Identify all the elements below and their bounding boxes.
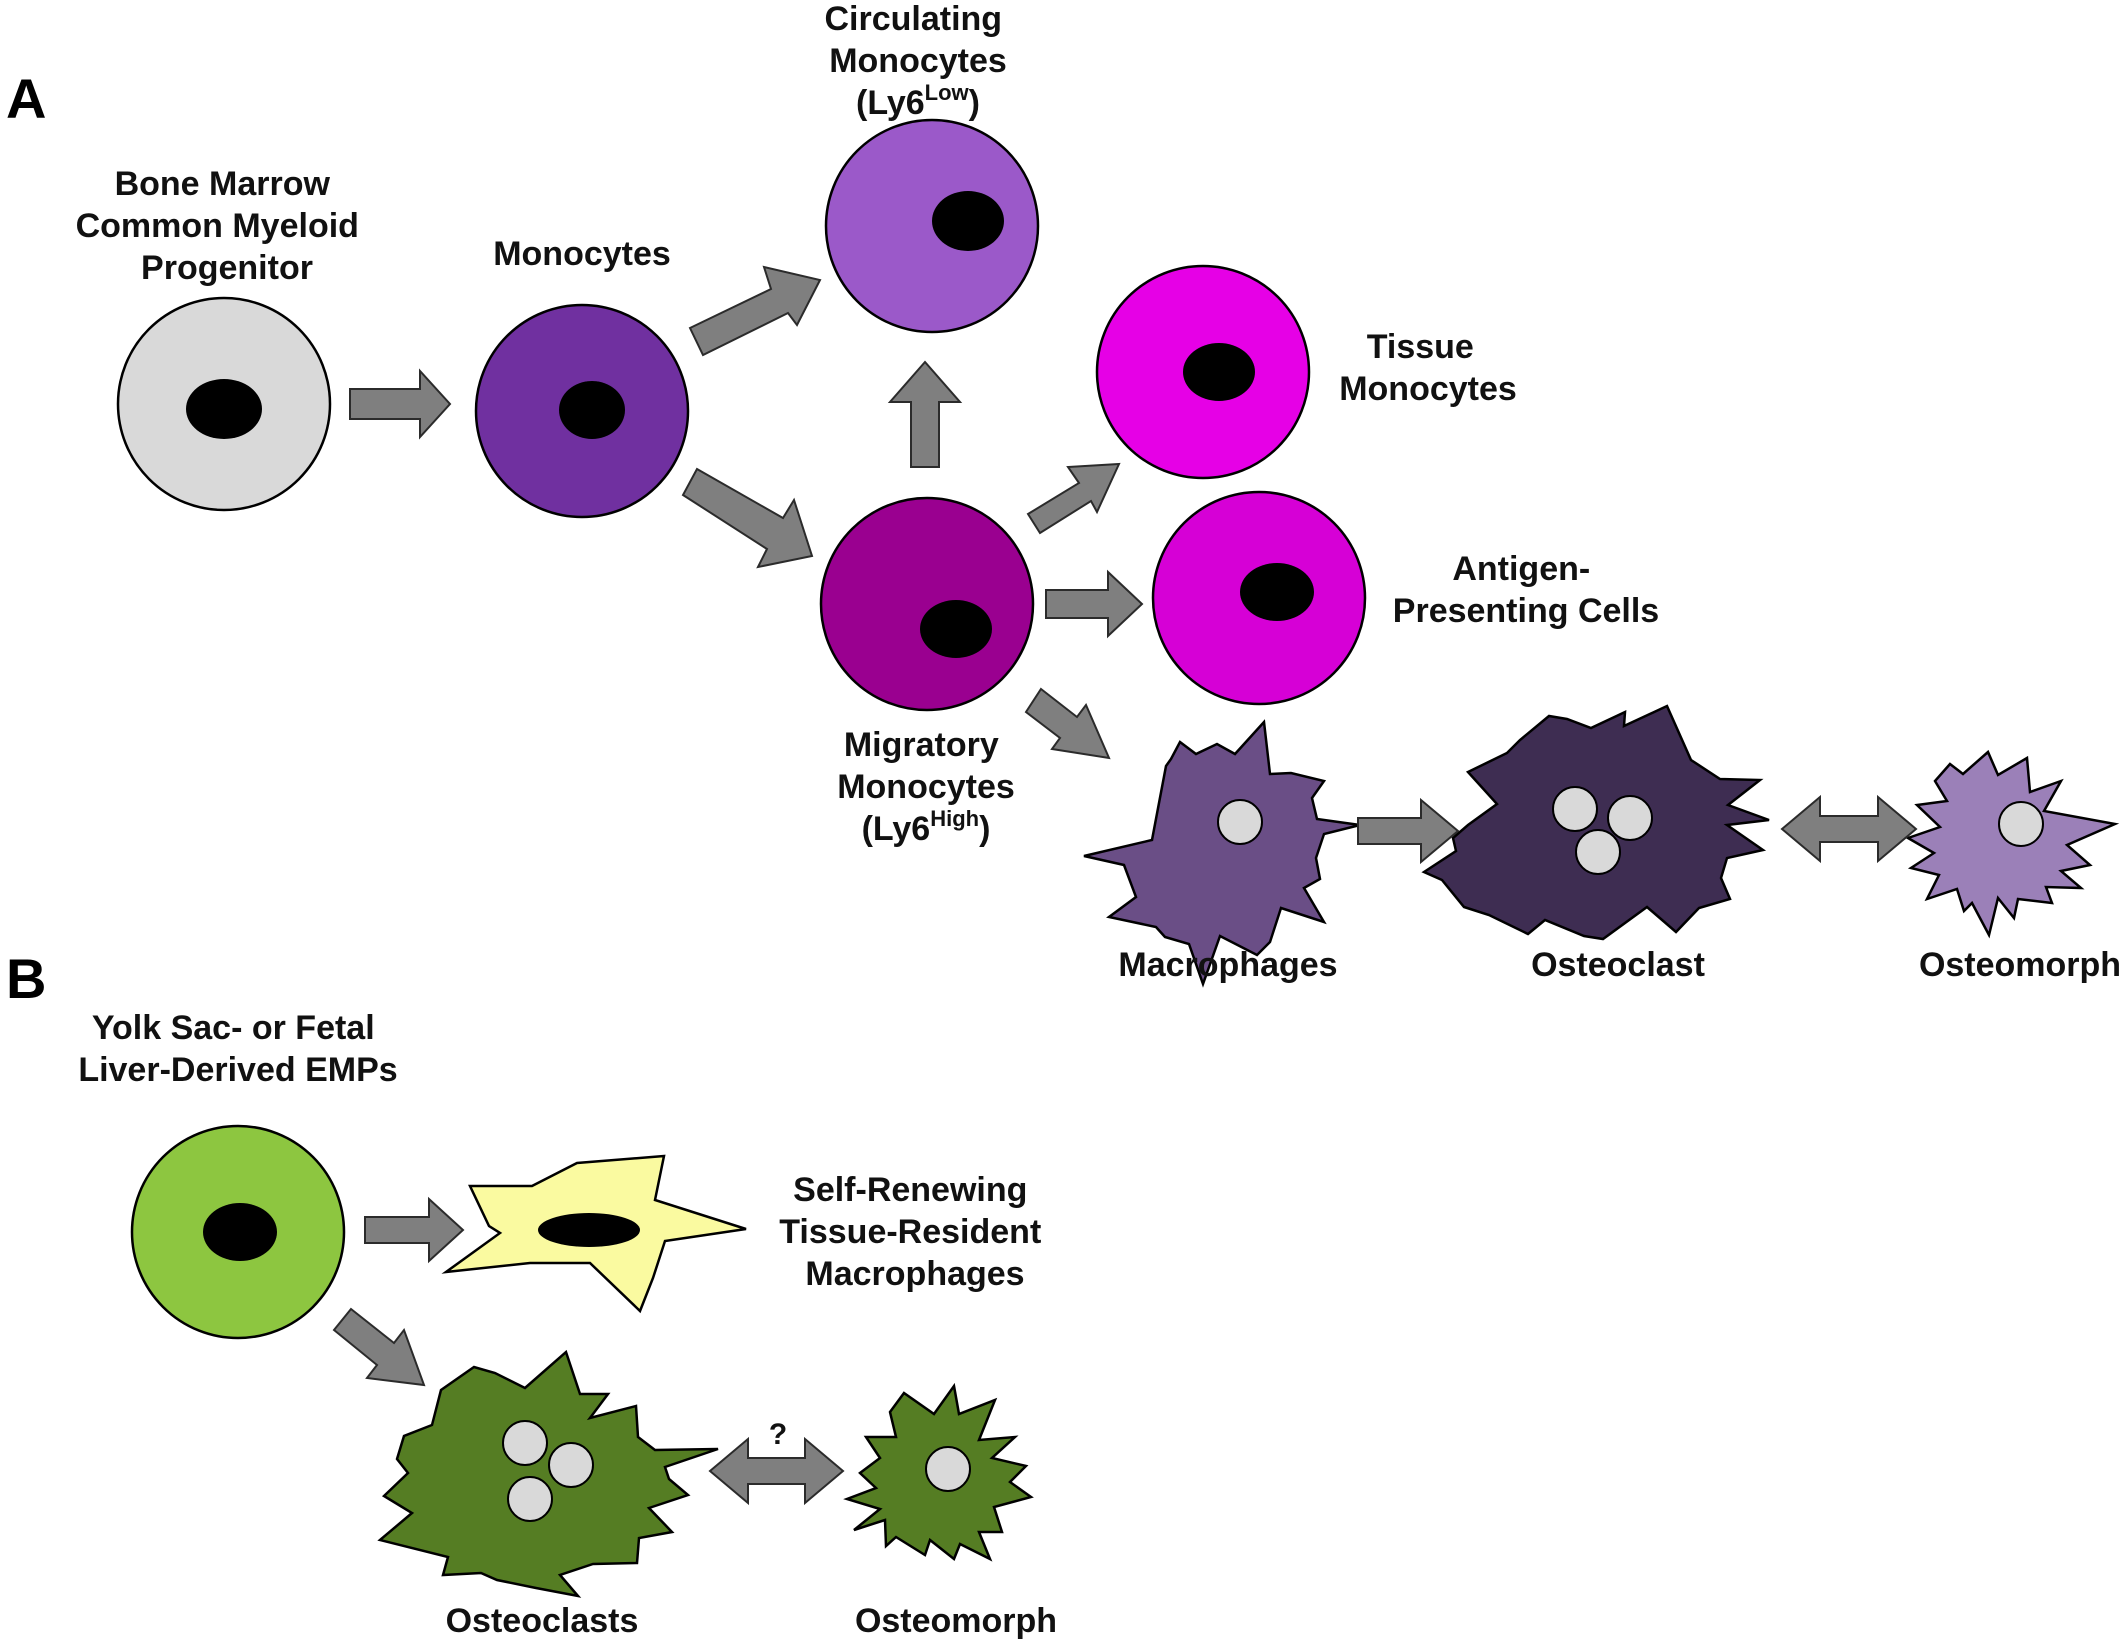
- arrow-migratory-to-apc: [1045, 569, 1144, 639]
- osteoclast-a-nucleus-1: [1552, 786, 1598, 832]
- emp-cell: [130, 1124, 346, 1340]
- monocyte-nucleus: [559, 381, 625, 439]
- tissue-monocyte-nucleus: [1183, 343, 1255, 401]
- arrow-macrophages-to-osteoclast: [1357, 797, 1460, 865]
- bone-marrow-label: Bone Marrow Common Myeloid Progenitor: [76, 165, 369, 287]
- osteoclast-b-body: [377, 1349, 719, 1598]
- arrow-migratory-to-circulating: [887, 360, 963, 468]
- progenitor-nucleus: [186, 379, 262, 439]
- osteomorph-a-label: Osteomorph: [1919, 946, 2121, 984]
- osteoclast-a-body: [1421, 704, 1770, 941]
- osteoclast-b-nucleus-1: [502, 1420, 548, 1466]
- arrow-progenitor-to-monocytes: [349, 368, 452, 440]
- macrophages-label: Macrophages: [1118, 946, 1337, 984]
- osteoclast-b-nucleus-3: [507, 1476, 553, 1522]
- macrophage-nucleus: [1217, 799, 1263, 845]
- emp-nucleus: [203, 1203, 277, 1261]
- panel-letter-b: B: [6, 947, 46, 1010]
- tissue-resident-macrophage-cell: [441, 1154, 747, 1314]
- apc-nucleus: [1240, 563, 1314, 621]
- osteomorph-b-nucleus: [925, 1446, 971, 1492]
- question-mark-label: ?: [769, 1418, 787, 1451]
- panel-letter-a: A: [6, 67, 46, 130]
- osteomorph-cell-b: [843, 1382, 1034, 1562]
- monocytes-label: Monocytes: [493, 235, 671, 273]
- tissue-monocytes-label: Tissue Monocytes: [1339, 328, 1517, 408]
- tissue-resident-macrophage-nucleus: [538, 1213, 640, 1247]
- circulating-ly6-label: (Ly6Low): [856, 80, 980, 122]
- antigen-presenting-cell: [1151, 490, 1367, 706]
- circulating-monocyte-cell: [824, 118, 1040, 334]
- arrow-migratory-to-macrophages: [1024, 687, 1111, 760]
- migratory-monocytes-label: Migratory Monocytes: [837, 726, 1015, 806]
- monocyte-cell: [474, 303, 690, 519]
- osteoclasts-label: Osteoclasts: [446, 1602, 639, 1640]
- osteoclast-a-nucleus-3: [1575, 829, 1621, 875]
- arrow-emp-to-tissue-resident: [364, 1196, 465, 1264]
- tissue-monocyte-cell: [1095, 264, 1311, 480]
- circulating-monocyte-body: [824, 118, 1040, 334]
- arrow-migratory-to-tissue: [1026, 462, 1121, 535]
- self-renewing-label: Self-Renewing Tissue-Resident Macrophage…: [779, 1171, 1050, 1293]
- circulating-monocytes-label: Circulating Monocytes: [824, 0, 1011, 80]
- emps-label: Yolk Sac- or Fetal Liver-Derived EMPs: [78, 1009, 397, 1089]
- osteomorph-a-nucleus: [1998, 801, 2044, 847]
- osteomorph-cell-a: [1904, 749, 2120, 939]
- osteoclast-b-nucleus-2: [548, 1442, 594, 1488]
- macrophage-body: [1083, 719, 1361, 988]
- macrophage-cell: [1083, 719, 1361, 988]
- osteoclast-cell-a: [1421, 704, 1770, 941]
- osteomorph-b-label: Osteomorph: [855, 1602, 1057, 1640]
- apc-label: Antigen- Presenting Cells: [1393, 550, 1659, 630]
- migratory-monocyte-cell: [819, 496, 1035, 712]
- osteoclast-label: Osteoclast: [1531, 946, 1705, 984]
- migratory-monocyte-nucleus: [920, 600, 992, 658]
- bone-marrow-progenitor-cell: [116, 296, 332, 512]
- migratory-ly6-label: (Ly6High): [862, 806, 991, 848]
- osteoclast-cell-b: [377, 1349, 719, 1598]
- migratory-monocyte-body: [819, 496, 1035, 712]
- osteoclast-a-nucleus-2: [1607, 795, 1653, 841]
- arrow-monocytes-to-circulating: [688, 265, 822, 357]
- circulating-monocyte-nucleus: [932, 191, 1004, 251]
- arrow-emp-to-osteoclasts: [332, 1307, 426, 1387]
- arrow-osteoclasts-osteomorph-bidirectional: [708, 1436, 845, 1506]
- arrow-osteoclast-osteomorph-bidirectional: [1780, 794, 1918, 864]
- arrow-monocytes-to-migratory: [681, 467, 814, 569]
